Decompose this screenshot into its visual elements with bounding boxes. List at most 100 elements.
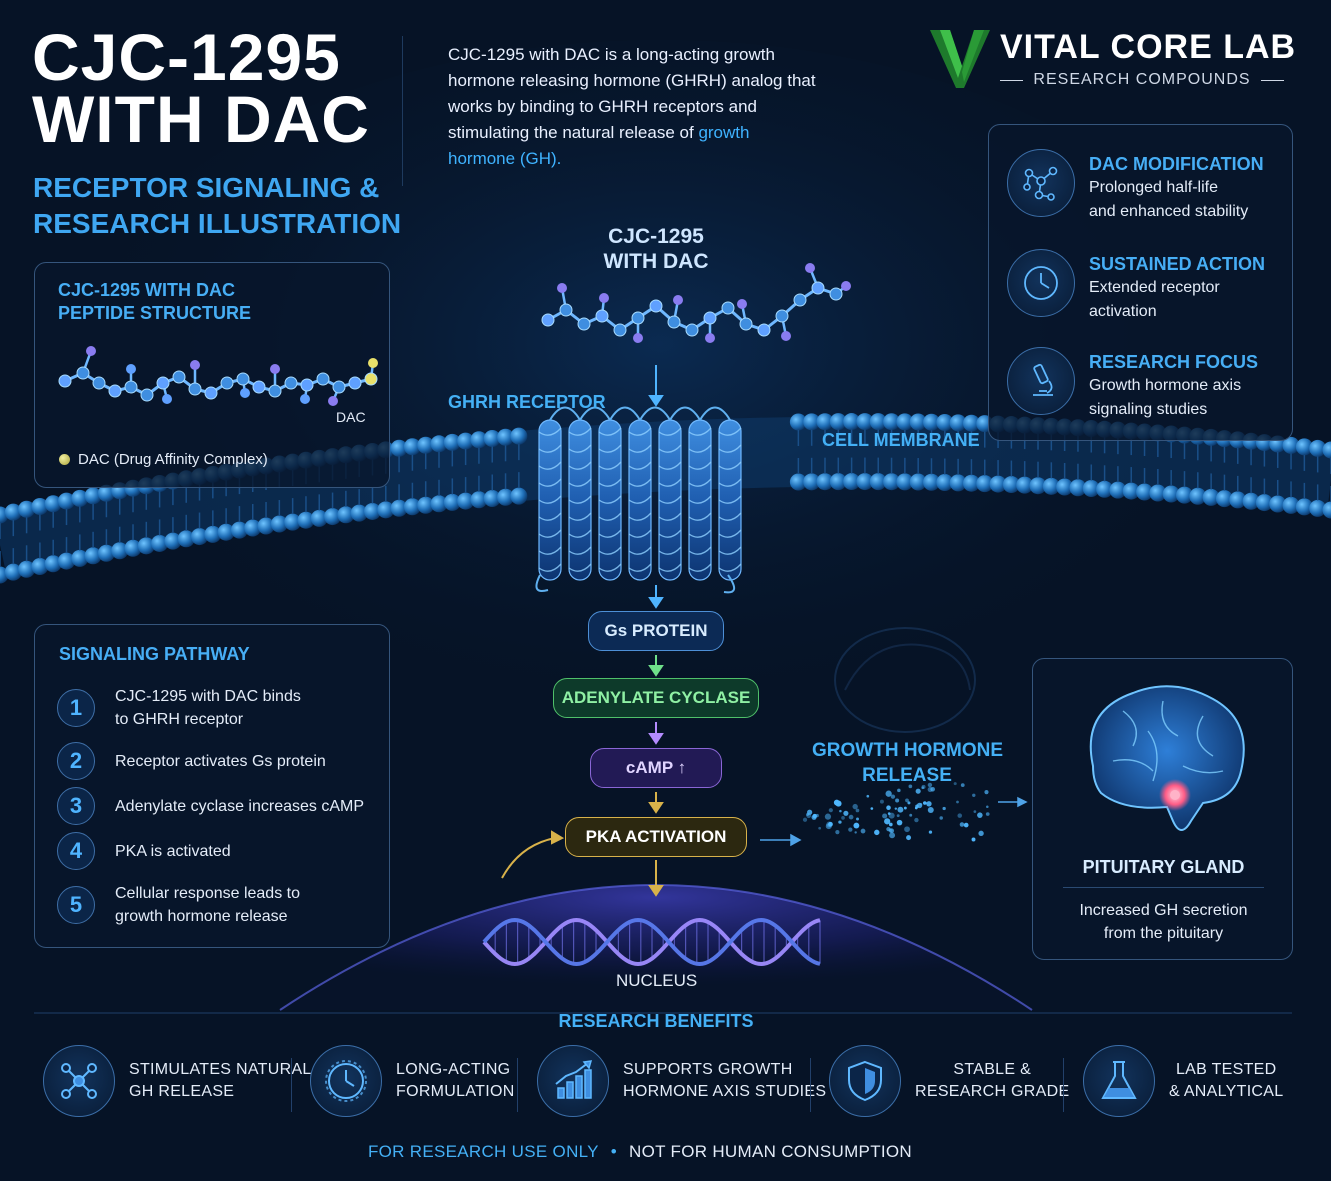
intro-highlight: growth hormone (GH). — [448, 123, 750, 168]
benefit-stable: STABLE & RESEARCH GRADE — [829, 1045, 1069, 1117]
title-line-1: CJC-1295 — [32, 20, 341, 94]
adenylate-cyclase-node: ADENYLATE CYCLASE — [553, 678, 759, 718]
benefit-separator — [810, 1058, 811, 1112]
compound-label-line-1: CJC-1295 — [608, 225, 704, 248]
feature-dac-modification: DAC MODIFICATION Prolonged half-life and… — [1007, 149, 1264, 224]
benefit-separator — [291, 1058, 292, 1112]
flask-icon — [1083, 1045, 1155, 1117]
peptide-molecule-illustration — [58, 346, 378, 406]
step-text: PKA is activated — [115, 842, 231, 860]
compound-molecule-illustration — [541, 263, 851, 343]
signaling-pathway-panel: SIGNALING PATHWAY 1 CJC-1295 with DAC bi… — [34, 624, 390, 948]
pka-activation-node: PKA ACTIVATION — [565, 817, 747, 857]
gh-release-line-1: GROWTH HORMONE — [812, 740, 1004, 761]
bar-chart-icon — [537, 1045, 609, 1117]
feature-text: Extended receptor — [1089, 279, 1220, 296]
intro-text: CJC-1295 with DAC is a long-acting growt… — [448, 45, 816, 142]
benefits-title: RESEARCH BENEFITS — [558, 1011, 754, 1031]
feature-research-focus: RESEARCH FOCUS Growth hormone axis signa… — [1007, 347, 1258, 422]
feature-title: RESEARCH FOCUS — [1089, 352, 1259, 372]
benefit-text: LONG-ACTING FORMULATION — [396, 1061, 515, 1100]
step-number: 5 — [57, 886, 95, 924]
step-number: 1 — [57, 689, 95, 727]
step-text: CJC-1295 with DAC binds to GHRH receptor — [115, 688, 301, 728]
pathway-title: SIGNALING PATHWAY — [59, 644, 250, 664]
tagline-text: RESEARCH COMPOUNDS — [1033, 71, 1251, 88]
gh-release-label: GROWTH HORMONE RELEASE — [812, 738, 1004, 788]
camp-node: cAMP ↑ — [590, 748, 722, 788]
feature-text: and enhanced stability — [1089, 203, 1249, 220]
page-title: CJC-1295 WITH DAC — [32, 20, 392, 156]
peptide-structure-panel: CJC-1295 WITH DAC PEPTIDE STRUCTURE DAC … — [34, 262, 390, 488]
molecule-icon — [1007, 149, 1075, 217]
benefit-text: STIMULATES NATURAL GH RELEASE — [129, 1061, 312, 1100]
step-number: 4 — [57, 832, 95, 870]
pituitary-text-line-2: from the pituitary — [1103, 925, 1224, 942]
compound-label-line-2: WITH DAC — [603, 250, 709, 273]
gh-release-line-2: RELEASE — [862, 765, 952, 786]
pituitary-text-line-1: Increased GH secretion — [1079, 902, 1248, 919]
subtitle-line-1: RECEPTOR SIGNALING & — [33, 172, 380, 203]
pathway-step-3: 3 Adenylate cyclase increases cAMP — [57, 787, 375, 825]
benefit-text: SUPPORTS GROWTH HORMONE AXIS STUDIES — [623, 1061, 827, 1100]
footer-research-only: FOR RESEARCH USE ONLY — [367, 1142, 599, 1161]
feature-text: Growth hormone axis — [1089, 377, 1242, 394]
pituitary-divider — [1063, 887, 1264, 888]
nucleus-label: NUCLEUS — [616, 971, 698, 990]
tagline-dash-right — [1260, 79, 1284, 81]
step-number: 2 — [57, 742, 95, 780]
pathway-step-2: 2 Receptor activates Gs protein — [57, 742, 375, 780]
dac-legend: DAC (Drug Affinity Complex) — [59, 451, 268, 468]
page-subtitle: RECEPTOR SIGNALING & RESEARCH ILLUSTRATI… — [33, 170, 403, 242]
cell-membrane-label: CELL MEMBRANE — [822, 430, 980, 450]
brand-tagline: RESEARCH COMPOUNDS — [1000, 71, 1284, 89]
footer-not-human: NOT FOR HUMAN CONSUMPTION — [629, 1142, 913, 1161]
peptide-title-line-2: PEPTIDE STRUCTURE — [58, 303, 252, 323]
peptide-title-line-1: CJC-1295 WITH DAC — [58, 280, 236, 300]
intro-paragraph: CJC-1295 with DAC is a long-acting growt… — [448, 42, 818, 172]
pathway-step-1: 1 CJC-1295 with DAC binds to GHRH recept… — [57, 685, 315, 731]
pituitary-description: Increased GH secretion from the pituitar… — [1033, 899, 1294, 945]
feature-sustained-action: SUSTAINED ACTION Extended receptor activ… — [1007, 249, 1265, 324]
dac-legend-dot-icon — [59, 454, 70, 465]
brand-logo-icon — [930, 30, 990, 88]
feature-text: signaling studies — [1089, 401, 1208, 418]
header-divider — [402, 36, 403, 186]
benefit-separator — [517, 1058, 518, 1112]
step-text: Receptor activates Gs protein — [115, 752, 326, 770]
benefit-text: STABLE & RESEARCH GRADE — [915, 1061, 1070, 1100]
step-text: Adenylate cyclase increases cAMP — [115, 797, 364, 815]
pituitary-panel: PITUITARY GLAND Increased GH secretion f… — [1032, 658, 1293, 960]
step-number: 3 — [57, 787, 95, 825]
gs-protein-node: Gs PROTEIN — [588, 611, 724, 651]
benefit-text: LAB TESTED & ANALYTICAL — [1169, 1061, 1284, 1100]
benefit-long-acting: LONG-ACTING FORMULATION — [310, 1045, 515, 1117]
compound-label: CJC-1295 WITH DAC — [586, 224, 726, 274]
pathway-step-4: 4 PKA is activated — [57, 832, 375, 870]
shield-icon — [829, 1045, 901, 1117]
tagline-dash-left — [1000, 79, 1024, 81]
brain-icon — [1089, 685, 1245, 831]
dac-legend-text: DAC (Drug Affinity Complex) — [78, 451, 268, 468]
footer-disclaimer: FOR RESEARCH USE ONLY • NOT FOR HUMAN CO… — [0, 1142, 1280, 1162]
footer-bullet: • — [610, 1142, 618, 1161]
clock-icon — [1007, 249, 1075, 317]
pathway-step-5: 5 Cellular response leads to growth horm… — [57, 882, 325, 928]
brand-name: VITAL CORE LAB — [1000, 28, 1297, 66]
clock-icon — [310, 1045, 382, 1117]
step-text: Cellular response leads to growth hormon… — [115, 885, 300, 925]
microscope-icon — [1007, 347, 1075, 415]
peptide-panel-title: CJC-1295 WITH DAC PEPTIDE STRUCTURE — [58, 279, 251, 325]
feature-title: DAC MODIFICATION — [1089, 154, 1264, 174]
features-panel: DAC MODIFICATION Prolonged half-life and… — [988, 124, 1293, 441]
title-line-2: WITH DAC — [32, 82, 370, 156]
feature-title: SUSTAINED ACTION — [1089, 254, 1266, 274]
benefit-separator — [1063, 1058, 1064, 1112]
benefit-gh-axis: SUPPORTS GROWTH HORMONE AXIS STUDIES — [537, 1045, 826, 1117]
ghrh-receptor-label: GHRH RECEPTOR — [448, 392, 606, 412]
feature-text: activation — [1089, 303, 1157, 320]
feature-text: Prolonged half-life — [1089, 179, 1218, 196]
benefit-natural-gh: STIMULATES NATURAL GH RELEASE — [43, 1045, 312, 1117]
subtitle-line-2: RESEARCH ILLUSTRATION — [33, 208, 402, 239]
pituitary-title: PITUITARY GLAND — [1082, 857, 1245, 877]
